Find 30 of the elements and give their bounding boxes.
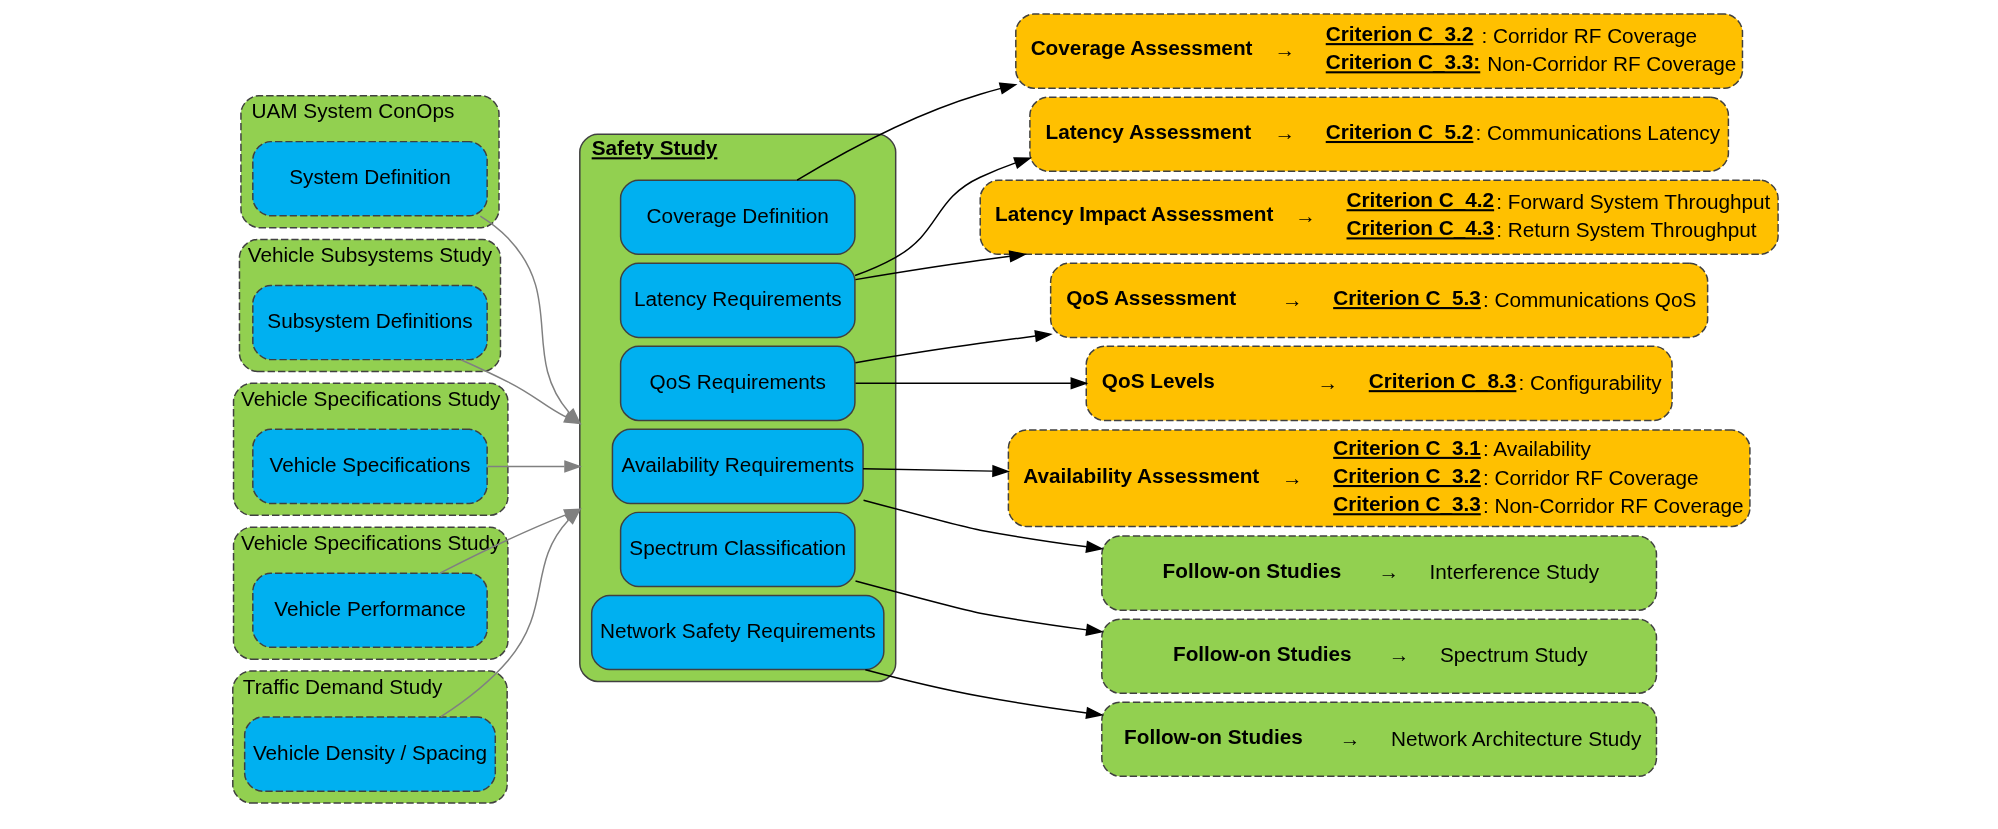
arrow (862, 499, 1104, 553)
node-box: System Definition (251, 140, 488, 217)
node-box: Vehicle Specifications (251, 428, 488, 505)
node-box: Follow-on Studies → Interference Study (1100, 535, 1657, 611)
node-box: Follow-on Studies → Spectrum Study (1100, 618, 1657, 695)
arrow (795, 82, 1017, 181)
node-box: Spectrum Classification (619, 511, 856, 588)
arrow (854, 580, 1104, 636)
node-box: Vehicle Density / Spacing (243, 716, 496, 792)
arrow (853, 157, 1032, 277)
node-box: Subsystem Definitions (251, 284, 488, 361)
node-box: Follow-on Studies → Network Architecture Study (1100, 701, 1657, 778)
arrow (854, 377, 1088, 390)
node-box: Latency Impact Assessment → Criterion C_4.2: Forward System Throughput Criterion C_4.3: Return System Throughput (979, 179, 1779, 256)
node-box: Availability Assessment → Criterion C_3.1: Availability Criterion C_3.2: Corridor RF Coverage Criterion C_3.3: Non-Corridor RF Coverage (1007, 429, 1751, 528)
arrow (861, 464, 1010, 478)
arrow (864, 668, 1104, 719)
node-box: QoS Assessment → Criterion C_5.3: Communications QoS (1049, 262, 1708, 339)
arrow (854, 329, 1053, 364)
node-box: QoS Levels → Criterion C_8.3: Configurability (1085, 345, 1673, 422)
node-box: Network Safety Requirements (590, 594, 885, 671)
node-box: Vehicle Performance (251, 572, 488, 649)
node-box: Coverage Assessment → Criterion C_3.2: Corridor RF Coverage Criterion C_3.3: Non-Corridor RF Coverage (1014, 13, 1743, 89)
node-box: Availability Requirements (611, 428, 864, 505)
node-box: Coverage Definition (619, 179, 856, 256)
arrow (854, 250, 1027, 281)
node-box: Latency Assessment → Criterion C_5.2: Communications Latency (1028, 96, 1729, 173)
arrow (486, 460, 582, 473)
node-box: Latency Requirements (619, 262, 856, 339)
node-box: QoS Requirements (619, 345, 856, 422)
